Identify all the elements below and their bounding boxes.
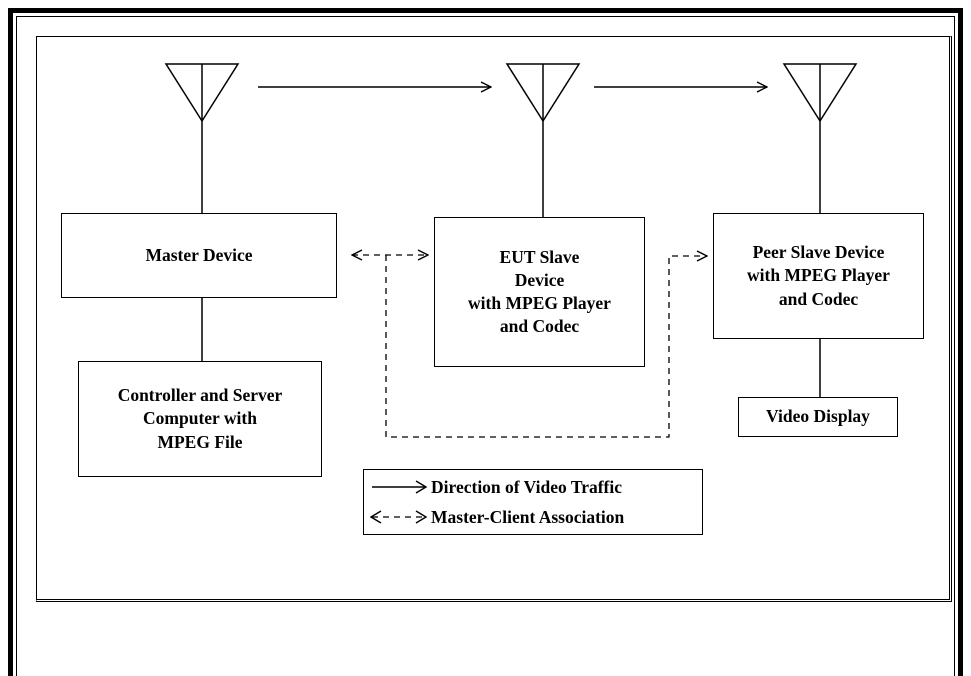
diagram-panel xyxy=(36,36,952,602)
antenna-icon-master xyxy=(164,63,240,213)
legend: Direction of Video Traffic Master-Client… xyxy=(363,469,703,535)
legend-row-video-traffic: Direction of Video Traffic xyxy=(364,475,622,499)
dashed-double-arrow-icon xyxy=(370,510,428,524)
controller-label: Controller and Server Computer with MPEG… xyxy=(117,385,283,452)
master-device-label: Master Device xyxy=(145,244,253,265)
association-arrow-master-peer xyxy=(385,255,707,438)
outer-frame xyxy=(8,8,963,676)
solid-arrow-icon xyxy=(372,480,428,494)
controller-box: Controller and Server Computer with MPEG… xyxy=(78,361,322,477)
antenna-icon-eut xyxy=(505,63,581,217)
peer-slave-label: Peer Slave Device with MPEG Player and C… xyxy=(747,242,890,309)
legend-video-traffic-label: Direction of Video Traffic xyxy=(431,476,623,497)
legend-row-association: Master-Client Association xyxy=(364,505,624,529)
eut-slave-box: EUT Slave Device with MPEG Player and Co… xyxy=(434,217,645,367)
video-display-label: Video Display xyxy=(766,406,870,427)
outer-frame-rule xyxy=(16,16,955,676)
eut-slave-label: EUT Slave Device with MPEG Player and Co… xyxy=(468,246,611,337)
peer-slave-box: Peer Slave Device with MPEG Player and C… xyxy=(713,213,924,339)
antenna-icon-peer xyxy=(782,63,858,213)
legend-association-label: Master-Client Association xyxy=(431,506,625,527)
master-device-box: Master Device xyxy=(61,213,337,298)
video-display-box: Video Display xyxy=(738,397,898,437)
